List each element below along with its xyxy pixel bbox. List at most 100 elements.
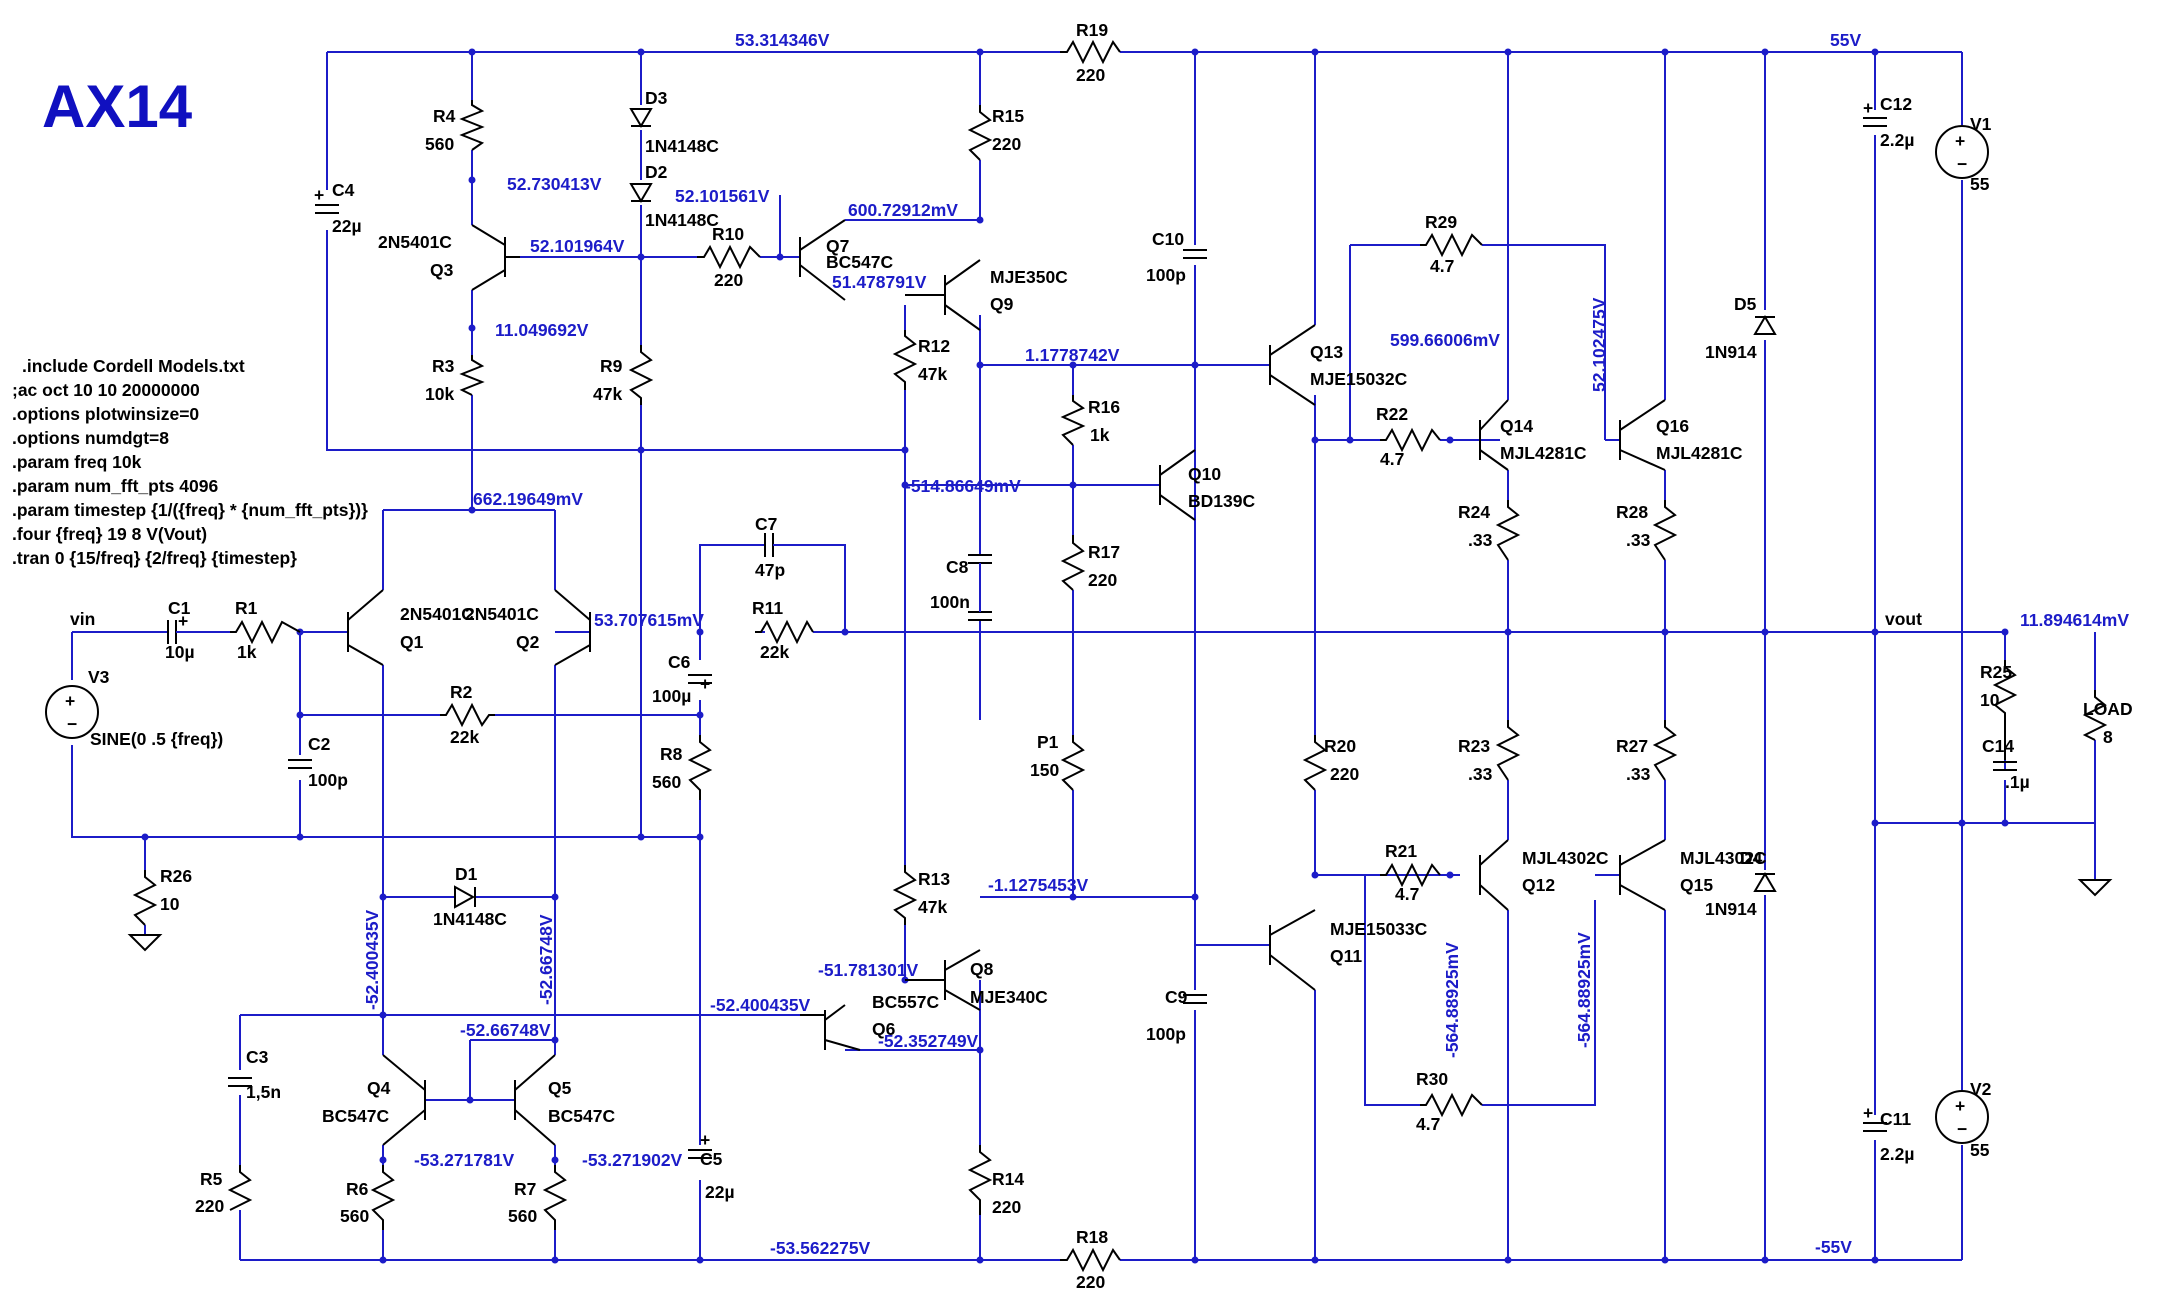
q11-label: Q11	[1330, 946, 1362, 966]
q13-label: Q13	[1310, 342, 1343, 362]
r18-value: 220	[1076, 1272, 1105, 1292]
schematic-title: AX14	[42, 73, 193, 140]
voltage-q6-base: -52.400435V	[710, 995, 811, 1015]
r20-value: 220	[1330, 764, 1359, 784]
svg-text:+: +	[178, 611, 188, 631]
r7-label: R7	[514, 1179, 536, 1199]
q12-label: Q12	[1522, 875, 1555, 895]
r21-value: 4.7	[1395, 884, 1419, 904]
q12-model: MJL4302C	[1522, 848, 1609, 868]
r15-value: 220	[992, 134, 1021, 154]
voltage-q4-base: -52.66748V	[460, 1020, 551, 1040]
q5-label: Q5	[548, 1078, 572, 1098]
svg-text:+: +	[700, 674, 710, 694]
q3-label: Q3	[430, 260, 454, 280]
r28-label: R28	[1616, 502, 1648, 522]
c9-label: C9	[1165, 987, 1188, 1007]
q2-label: Q2	[516, 632, 540, 652]
r14-value: 220	[992, 1197, 1021, 1217]
v1-label: V1	[1970, 114, 1992, 134]
voltage-bottom-rail: -53.562275V	[770, 1238, 871, 1258]
r27-label: R27	[1616, 736, 1648, 756]
r3-value: 10k	[425, 384, 454, 404]
resistor-bodies	[132, 39, 2108, 1273]
c4-value: 22µ	[332, 216, 362, 236]
capacitor-bodies: + + + + + +	[167, 98, 2017, 1159]
voltage-q12-base: -564.88925mV	[1442, 942, 1462, 1058]
r22-value: 4.7	[1380, 449, 1404, 469]
v2-value: 55	[1970, 1140, 1990, 1160]
svg-text:+: +	[1863, 1103, 1873, 1123]
directive-line: .param timestep {1/({freq} * {num_fft_pt…	[12, 500, 368, 520]
q1-model: 2N5401C	[400, 604, 474, 624]
q13-model: MJE15032C	[1310, 369, 1408, 389]
r17-label: R17	[1088, 542, 1120, 562]
voltage-q8-base: -51.781301V	[818, 960, 919, 980]
d4-value: 1N914	[1705, 899, 1757, 919]
d2-label: D2	[645, 162, 668, 182]
q2-model: 2N5401C	[465, 604, 539, 624]
r13-value: 47k	[918, 897, 947, 917]
c4-label: C4	[332, 180, 355, 200]
directive-line: .options numdgt=8	[12, 428, 169, 448]
v3-value: SINE(0 .5 {freq})	[90, 729, 223, 749]
r19-value: 220	[1076, 65, 1105, 85]
r15-label: R15	[992, 106, 1024, 126]
q11-model: MJE15033C	[1330, 919, 1428, 939]
q9-label: Q9	[990, 294, 1014, 314]
r27-value: .33	[1626, 764, 1651, 784]
q8-model: MJE340C	[970, 987, 1048, 1007]
q6-model: BC557C	[872, 992, 939, 1012]
net-vin: vin	[70, 609, 95, 629]
r25-label: R25	[1980, 662, 2012, 682]
svg-text:−: −	[1957, 154, 1967, 174]
voltage-vout: 11.894614mV	[2020, 610, 2129, 630]
voltage-sources: +− +− +−	[45, 125, 2113, 1144]
transistor-bodies	[347, 219, 1666, 1146]
r30-label: R30	[1416, 1069, 1448, 1089]
c14-value: .1µ	[2005, 772, 2030, 792]
svg-text:+: +	[1863, 98, 1873, 118]
r1-label: R1	[235, 598, 258, 618]
directive-line: .options plotwinsize=0	[12, 404, 199, 424]
q3-model: 2N5401C	[378, 232, 452, 252]
r26-value: 10	[160, 894, 180, 914]
q6-label: Q6	[872, 1019, 896, 1039]
c9-value: 100p	[1146, 1024, 1186, 1044]
r2-label: R2	[450, 682, 473, 702]
q9-model: MJE350C	[990, 267, 1068, 287]
d5-label: D5	[1734, 294, 1757, 314]
node-voltages: 53.314346V 52.730413V 52.101964V 11.0496…	[362, 30, 2129, 1258]
voltage-q13-base: 599.66006mV	[1390, 330, 1500, 350]
diode-bodies	[454, 108, 1776, 909]
directive-line: .four {freq} 19 8 V(Vout)	[12, 524, 207, 544]
q7-model: BC547C	[826, 252, 893, 272]
r10-value: 220	[714, 270, 743, 290]
svg-text:−: −	[1957, 1119, 1967, 1139]
c7-label: C7	[755, 514, 777, 534]
q5-model: BC547C	[548, 1106, 615, 1126]
voltage-q7-base: 52.101561V	[675, 186, 770, 206]
r10-label: R10	[712, 224, 744, 244]
r20-label: R20	[1324, 736, 1356, 756]
c14-label: C14	[1982, 736, 2014, 756]
q7-label: Q7	[826, 236, 849, 256]
r14-label: R14	[992, 1169, 1024, 1189]
r16-value: 1k	[1090, 425, 1110, 445]
c5-value: 22µ	[705, 1182, 735, 1202]
d3-label: D3	[645, 88, 668, 108]
voltage-q2-collector: -52.66748V	[536, 914, 556, 1005]
q10-label: Q10	[1188, 464, 1221, 484]
component-labels: R4 560 C4 22µ 2N5401C Q3 R3 10k D3 1N414…	[88, 20, 2133, 1292]
r16-label: R16	[1088, 397, 1120, 417]
r12-value: 47k	[918, 364, 947, 384]
d5-value: 1N914	[1705, 342, 1757, 362]
r25-value: 10	[1980, 690, 2000, 710]
r1-value: 1k	[237, 642, 257, 662]
c10-value: 100p	[1146, 265, 1186, 285]
r26-label: R26	[160, 866, 192, 886]
c10-label: C10	[1152, 229, 1184, 249]
q4-model: BC547C	[322, 1106, 389, 1126]
junctions	[141, 48, 2009, 1264]
